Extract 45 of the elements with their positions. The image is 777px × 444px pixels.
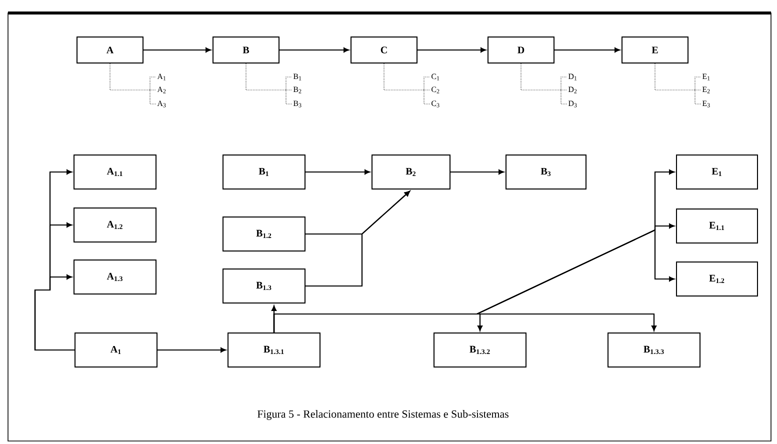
arrow (144, 47, 212, 52)
arrow (34, 274, 74, 351)
tree-line (424, 90, 430, 104)
system-box: B$_{1.2}$ (222, 216, 306, 252)
system-box: B$_{1.3}$ (222, 268, 306, 304)
tree-line (654, 63, 696, 90)
system-box: A (76, 36, 144, 64)
system-box: A$_{1.2}$ (74, 208, 156, 242)
system-box: E$_{1}$ (676, 154, 758, 190)
tree-line (246, 63, 286, 90)
system-box: A$_{1.3}$ (74, 260, 156, 294)
system-box: B (212, 36, 280, 64)
system-box: D (488, 36, 554, 64)
tree-line (560, 90, 568, 104)
tree-line (520, 63, 562, 90)
caption: Figura 5 - Relacionamento entre Sistemas e Sub-sistemas (257, 410, 508, 420)
system-box: E$_{1.1}$ (676, 208, 758, 244)
system-box: B$_{1.3.3}$ (608, 332, 700, 368)
system-box: B$_{1.3.2}$ (434, 332, 526, 368)
arrow (418, 47, 486, 52)
system-box: A$_{1.1}$ (74, 154, 156, 190)
arrow (554, 47, 620, 52)
system-box: A$_{1}$ (74, 332, 158, 368)
tree-line (286, 76, 292, 90)
tree-line (694, 76, 702, 90)
tree-line (694, 90, 702, 104)
tree-line (384, 63, 424, 90)
arrow (306, 190, 410, 287)
system-box: B$_{1.3.1}$ (228, 332, 320, 368)
arrow (280, 47, 350, 52)
tree-line (286, 90, 292, 104)
system-box: E (622, 36, 688, 64)
tree-line (110, 63, 150, 90)
arrow (450, 169, 504, 174)
system-box: B$_{1}$ (222, 154, 306, 190)
tree-line (424, 76, 430, 90)
system-box: E$_{1.2}$ (676, 262, 758, 296)
arrow (306, 169, 370, 174)
system-box: C (350, 36, 418, 64)
tree-line (150, 90, 156, 104)
tree-line (560, 76, 568, 90)
tree-line (150, 76, 156, 90)
arrow (158, 347, 226, 352)
system-box: B$_{3}$ (506, 154, 586, 190)
system-box: B$_{2}$ (372, 154, 450, 190)
